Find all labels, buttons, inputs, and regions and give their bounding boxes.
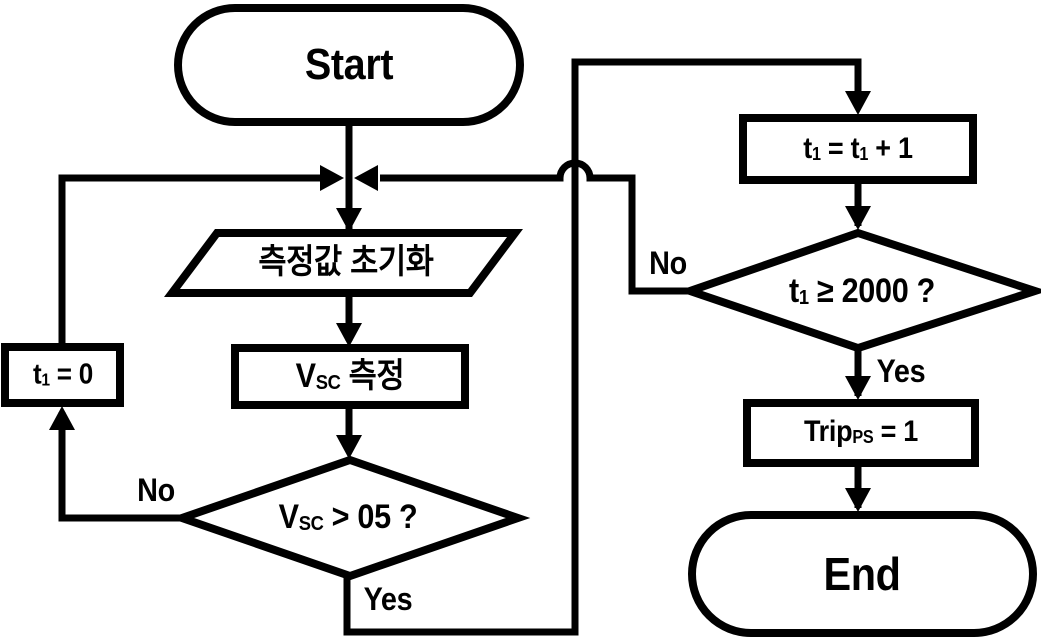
t1-zero-label-base: t xyxy=(32,358,42,391)
trip-label-subscript: PS xyxy=(852,427,874,448)
t1-zero-node-label: t1 = 0 xyxy=(32,358,94,391)
measure-label-base: V xyxy=(295,357,316,395)
arrowhead-merge-right xyxy=(354,165,378,191)
t1-zero-label-rest: = 0 xyxy=(49,358,94,391)
t1-inc-node-label: t1 = t1 + 1 xyxy=(803,134,913,164)
end-node-label: End xyxy=(823,548,901,600)
t1-zero-label-subscript: 1 xyxy=(41,369,50,390)
decision1-no-label: No xyxy=(137,472,175,508)
edge-t1zero-to-merge xyxy=(58,174,322,350)
decision2-label-subscript: 1 xyxy=(798,287,809,310)
arrowhead-into-end xyxy=(845,488,871,512)
trip-label-base: Trip xyxy=(803,415,853,448)
t1-inc-label-subscript2: 1 xyxy=(859,144,869,165)
arrowhead-into-trip xyxy=(845,376,871,400)
decision1-label-rest: > 05 ? xyxy=(323,498,418,536)
decision1-node-shape xyxy=(169,455,531,581)
arrowhead-into-decision2 xyxy=(845,206,871,230)
measure-label-subscript: SC xyxy=(315,372,341,395)
decision1-label-subscript: SC xyxy=(298,513,324,536)
measure-node-label: VSC 측정 xyxy=(295,357,405,395)
trip-node-label: TripPS = 1 xyxy=(804,417,918,447)
edge-decision1-no-to-t1zero xyxy=(58,412,182,522)
t1-inc-label-rest: + 1 xyxy=(868,132,913,165)
arrowhead-into-decision1 xyxy=(336,435,362,459)
decision1-node-label: VSC > 05 ? xyxy=(278,498,418,536)
arrowhead-merge-left xyxy=(320,165,344,191)
t1-inc-label-mid: = t xyxy=(820,132,860,165)
t1-inc-node-shape xyxy=(739,114,977,184)
start-node-label: Start xyxy=(304,40,394,89)
init-node-shape xyxy=(164,229,523,297)
measure-label-rest: 측정 xyxy=(340,357,405,395)
start-node-shape xyxy=(174,4,524,126)
end-node-shape xyxy=(688,511,1037,637)
t1-zero-node-shape xyxy=(1,343,124,407)
decision2-node-shape xyxy=(677,228,1041,353)
decision1-yes-label: Yes xyxy=(363,581,413,617)
decision1-label-base: V xyxy=(278,498,299,536)
decision2-no-label: No xyxy=(649,245,687,281)
arrowhead-into-init xyxy=(336,208,362,232)
decision2-yes-label: Yes xyxy=(876,353,926,389)
arrowhead-into-t1zero xyxy=(49,406,75,430)
trip-node-shape xyxy=(743,399,979,467)
decision2-label-base: t xyxy=(788,272,799,310)
edge-decision1-yes-to-t1inc xyxy=(343,58,862,636)
trip-label-rest: = 1 xyxy=(873,415,919,448)
measure-node-shape xyxy=(231,344,469,409)
arrowhead-into-measure xyxy=(336,323,362,347)
t1-inc-label-base: t xyxy=(803,132,812,165)
decision2-label-rest: ≥ 2000 ? xyxy=(808,272,936,310)
init-node-label: 측정값 초기화 xyxy=(258,243,434,281)
arrowhead-into-t1inc xyxy=(845,91,871,115)
t1-inc-label-subscript: 1 xyxy=(811,144,821,165)
decision2-node-label: t1 ≥ 2000 ? xyxy=(788,272,936,310)
